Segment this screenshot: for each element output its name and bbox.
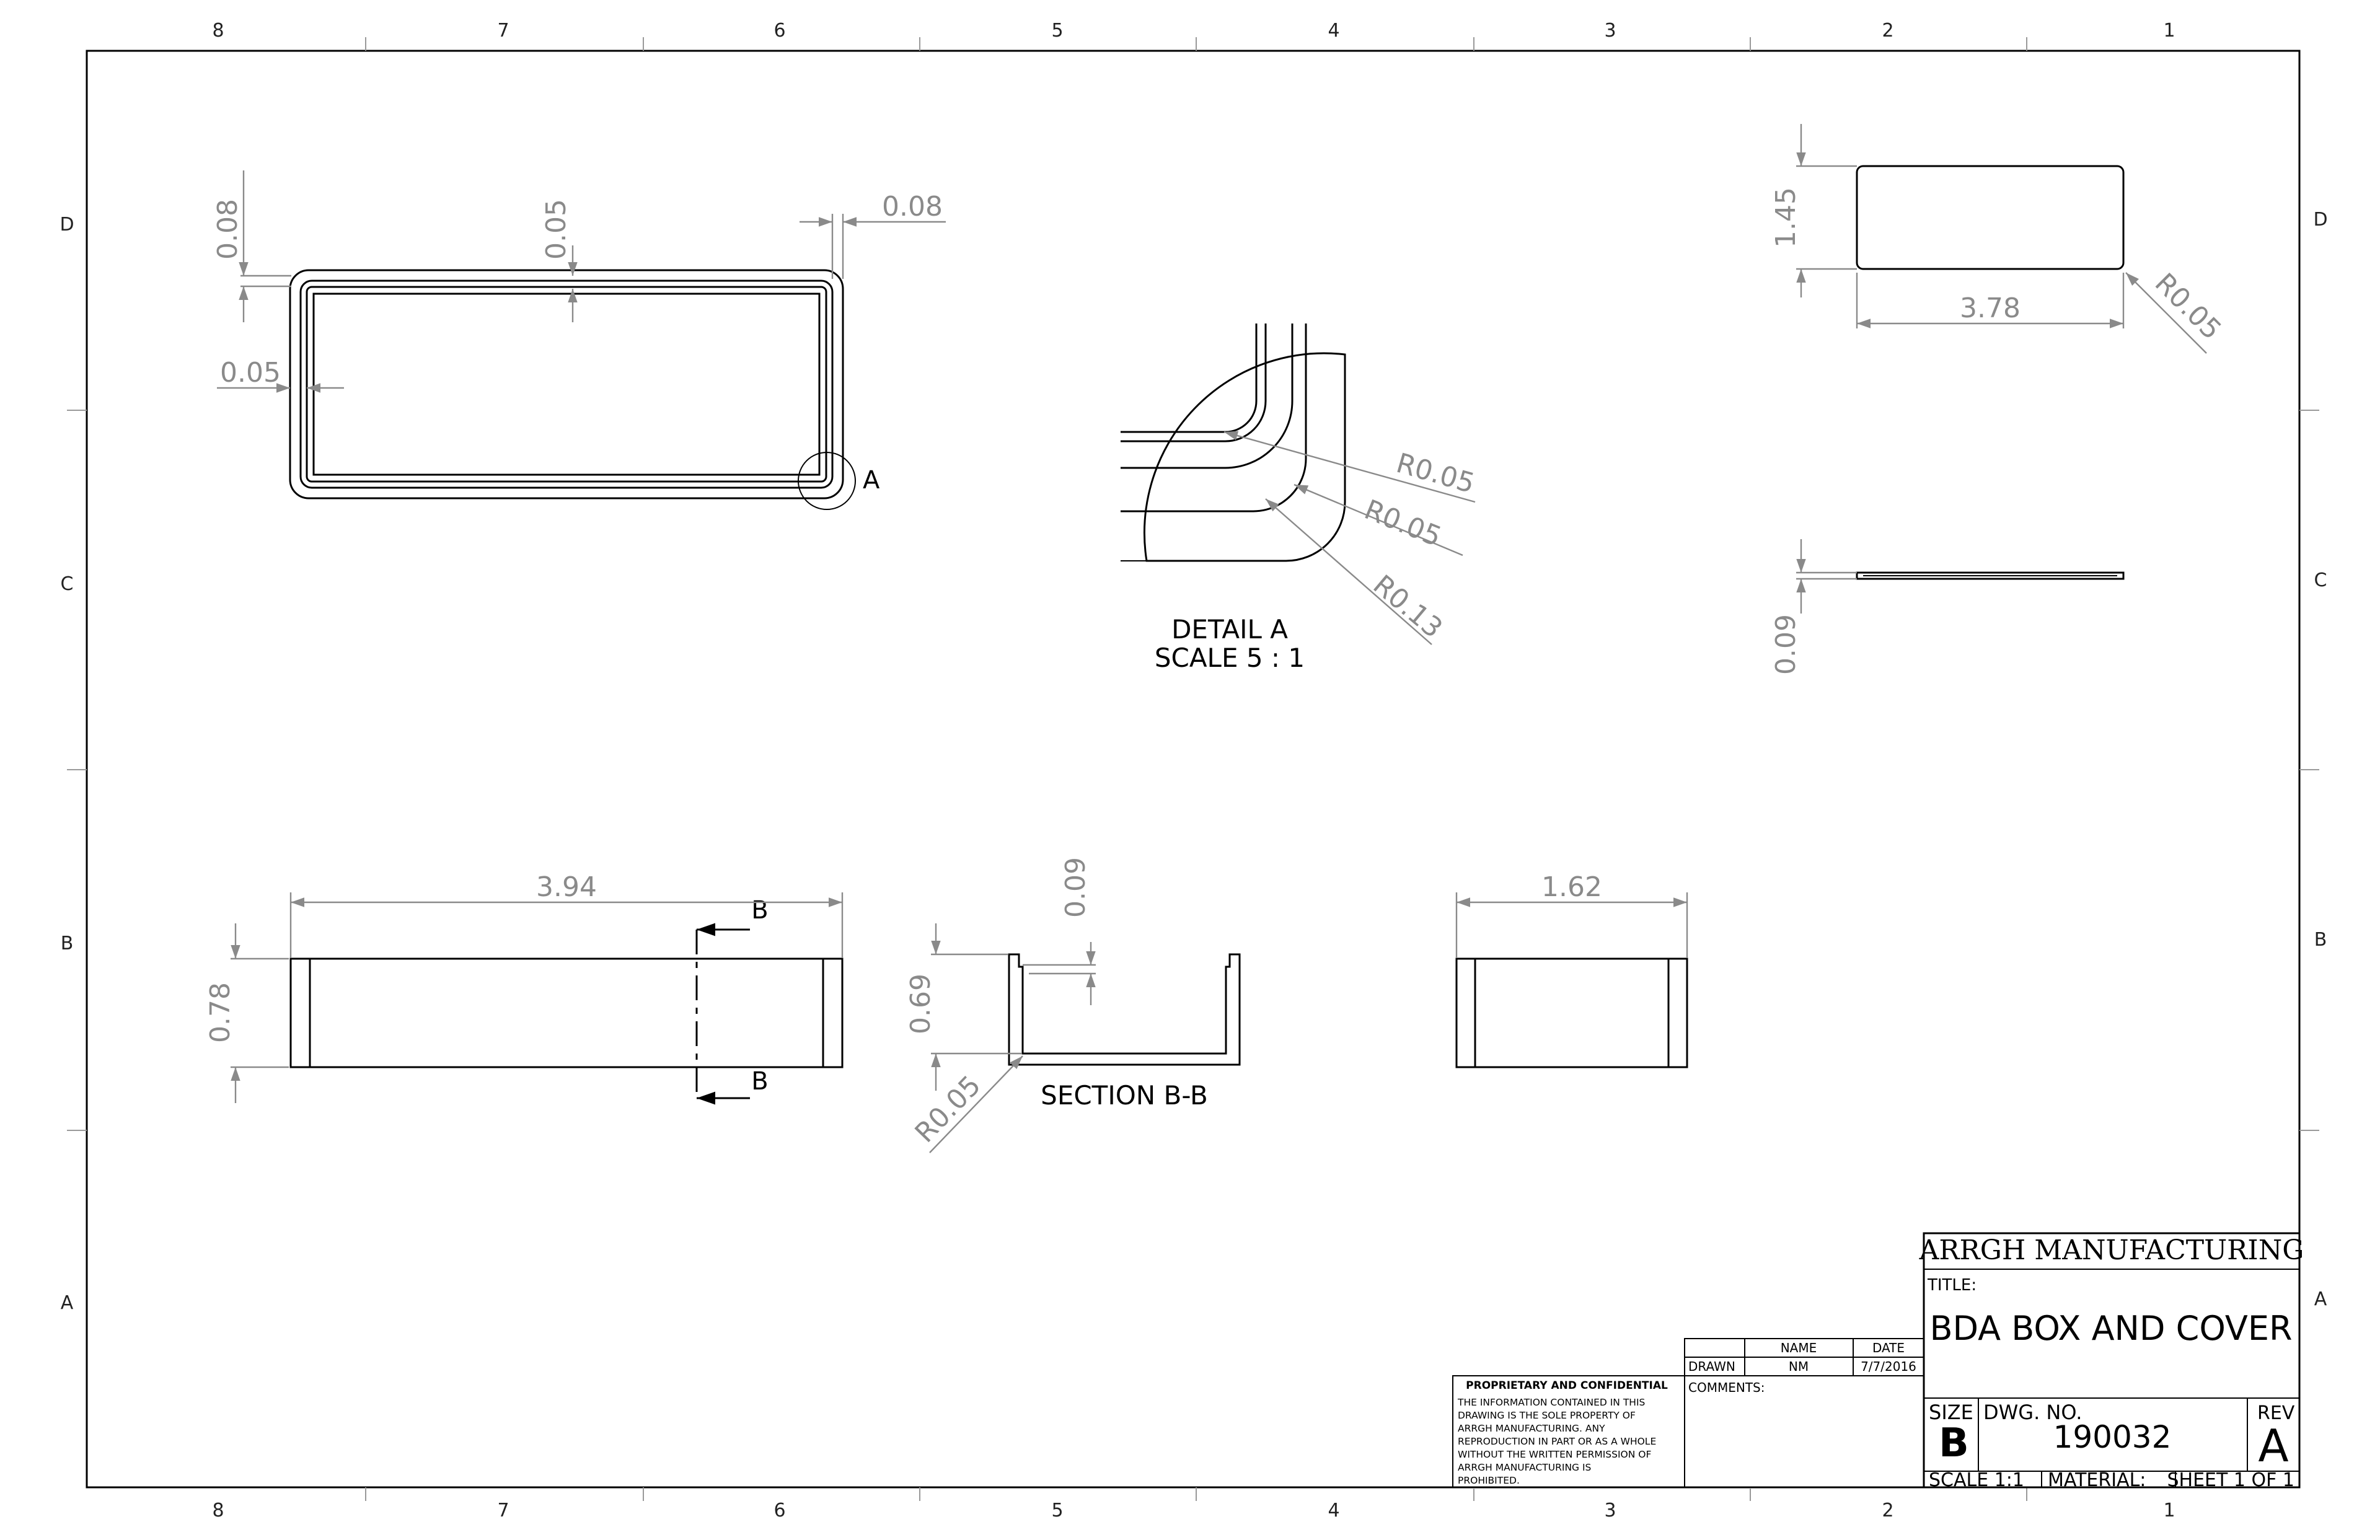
title-label: TITLE: bbox=[1927, 1276, 1977, 1295]
detail-radius-3: R0.13 bbox=[1367, 569, 1448, 645]
col-label-bottom-8: 8 bbox=[212, 1500, 224, 1521]
dim-cover-width: 3.78 bbox=[1960, 293, 2021, 324]
proprietary-line: DRAWING IS THE SOLE PROPERTY OF bbox=[1458, 1410, 1636, 1421]
col-label-bottom-3: 3 bbox=[1604, 1500, 1616, 1521]
drawn-label: DRAWN bbox=[1688, 1359, 1735, 1374]
row-label-left-b: B bbox=[61, 933, 74, 954]
drawn-date: 7/7/2016 bbox=[1861, 1359, 1916, 1374]
dim-section-radius: R0.05 bbox=[909, 1070, 987, 1149]
section-bb-title: SECTION B-B bbox=[1041, 1080, 1208, 1111]
material-label: MATERIAL: bbox=[2048, 1469, 2146, 1491]
col-label-top-6: 6 bbox=[774, 20, 785, 42]
size-label: SIZE bbox=[1929, 1401, 1973, 1424]
dim-side-width: 1.62 bbox=[1541, 871, 1602, 903]
section-bb-dims: 0.09 0.69 R0.05 SECTION B-B bbox=[905, 857, 1208, 1153]
proprietary-line: ARRGH MANUFACTURING IS bbox=[1458, 1462, 1591, 1473]
proprietary-line: THE INFORMATION CONTAINED IN THIS bbox=[1457, 1397, 1645, 1408]
rev-label: REV bbox=[2257, 1402, 2295, 1424]
col-label-top-7: 7 bbox=[497, 20, 509, 42]
scale-value: SCALE 1:1 bbox=[1929, 1469, 2024, 1491]
proprietary-line: PROHIBITED. bbox=[1458, 1475, 1520, 1486]
detail-a-title: DETAIL A bbox=[1171, 614, 1288, 645]
sheet-border bbox=[86, 50, 2301, 1489]
row-label-right-d: D bbox=[2313, 209, 2327, 231]
detail-radius-2: R0.05 bbox=[1360, 494, 1445, 553]
section-mark-top: B bbox=[751, 896, 768, 925]
box-front-view: B B bbox=[289, 896, 844, 1105]
dwg-label: DWG. NO. bbox=[1983, 1401, 2082, 1424]
drawing-title: BDA BOX AND COVER bbox=[1929, 1309, 2292, 1348]
detail-a-view bbox=[1121, 323, 1346, 562]
front-view-dims: 3.94 0.78 bbox=[205, 871, 844, 1103]
drawn-name: NM bbox=[1789, 1359, 1809, 1374]
top-view-dims: 0.08 0.05 0.08 0.05 bbox=[212, 170, 946, 393]
proprietary-title: PROPRIETARY AND CONFIDENTIAL bbox=[1466, 1379, 1668, 1392]
dim-cover-thickness: 0.09 bbox=[1770, 614, 1802, 675]
dim-top-0.05-center: 0.05 bbox=[540, 199, 572, 260]
row-label-right-b: B bbox=[2314, 929, 2327, 951]
dim-top-0.08-left: 0.08 bbox=[212, 199, 244, 260]
detail-a-circle bbox=[798, 452, 856, 510]
col-label-top-4: 4 bbox=[1328, 20, 1339, 42]
col-label-bottom-7: 7 bbox=[497, 1500, 509, 1521]
title-block: ARRGH MANUFACTURING TITLE: BDA BOX AND C… bbox=[1452, 1232, 2304, 1491]
date-header: DATE bbox=[1872, 1340, 1905, 1355]
size-value: B bbox=[1939, 1420, 1969, 1466]
detail-radius-1: R0.05 bbox=[1393, 447, 1478, 499]
col-label-bottom-1: 1 bbox=[2163, 1500, 2175, 1521]
section-bb-view bbox=[1008, 953, 1241, 1066]
name-header: NAME bbox=[1781, 1340, 1817, 1355]
sheet-value: SHEET 1 OF 1 bbox=[2167, 1469, 2295, 1491]
row-label-right-a: A bbox=[2314, 1288, 2327, 1310]
col-label-bottom-4: 4 bbox=[1328, 1500, 1339, 1521]
border-labels: 8 7 6 5 4 3 2 1 8 7 6 5 4 3 2 1 D C B A … bbox=[60, 20, 2327, 1521]
comments-label: COMMENTS: bbox=[1688, 1380, 1765, 1395]
row-label-left-c: C bbox=[61, 573, 74, 595]
cover-top-view bbox=[1856, 165, 2125, 270]
detail-a-callout: A bbox=[863, 466, 880, 495]
col-label-top-2: 2 bbox=[1882, 20, 1893, 42]
dim-section-top: 0.09 bbox=[1060, 857, 1091, 918]
proprietary-line: REPRODUCTION IN PART OR AS A WHOLE bbox=[1458, 1436, 1656, 1447]
cover-side-view bbox=[1856, 571, 2125, 580]
box-top-view: A bbox=[289, 269, 880, 510]
detail-a-scale: SCALE 5 : 1 bbox=[1155, 643, 1305, 673]
row-label-left-a: A bbox=[61, 1292, 74, 1314]
row-label-right-c: C bbox=[2314, 570, 2327, 591]
dim-section-height: 0.69 bbox=[905, 974, 937, 1034]
side-view-dims: 1.62 bbox=[1455, 871, 1688, 957]
col-label-top-1: 1 bbox=[2163, 20, 2175, 42]
dwg-number: 190032 bbox=[2053, 1419, 2172, 1455]
dim-front-width: 3.94 bbox=[536, 871, 597, 903]
row-label-left-d: D bbox=[60, 214, 74, 235]
col-label-top-3: 3 bbox=[1604, 20, 1616, 42]
company-name: ARRGH MANUFACTURING bbox=[1919, 1234, 2304, 1266]
col-label-bottom-5: 5 bbox=[1051, 1500, 1063, 1521]
proprietary-line: WITHOUT THE WRITTEN PERMISSION OF bbox=[1458, 1449, 1651, 1460]
dim-front-height: 0.78 bbox=[205, 982, 236, 1043]
col-label-bottom-2: 2 bbox=[1882, 1500, 1893, 1521]
dim-top-0.05-left: 0.05 bbox=[220, 357, 281, 389]
col-label-bottom-6: 6 bbox=[774, 1500, 785, 1521]
box-side-view bbox=[1455, 957, 1688, 1068]
cover-side-dims: 0.09 bbox=[1770, 539, 1857, 675]
section-mark-bottom: B bbox=[751, 1067, 768, 1096]
dim-cover-height: 1.45 bbox=[1770, 187, 1802, 248]
rev-value: A bbox=[2258, 1420, 2288, 1472]
cover-top-dims: 1.45 3.78 R0.05 bbox=[1770, 124, 2228, 354]
border-ticks bbox=[67, 37, 2319, 1501]
proprietary-line: ARRGH MANUFACTURING. ANY bbox=[1458, 1423, 1605, 1434]
dim-top-0.08-right: 0.08 bbox=[882, 191, 943, 222]
col-label-top-5: 5 bbox=[1051, 20, 1063, 42]
col-label-top-8: 8 bbox=[212, 20, 224, 42]
